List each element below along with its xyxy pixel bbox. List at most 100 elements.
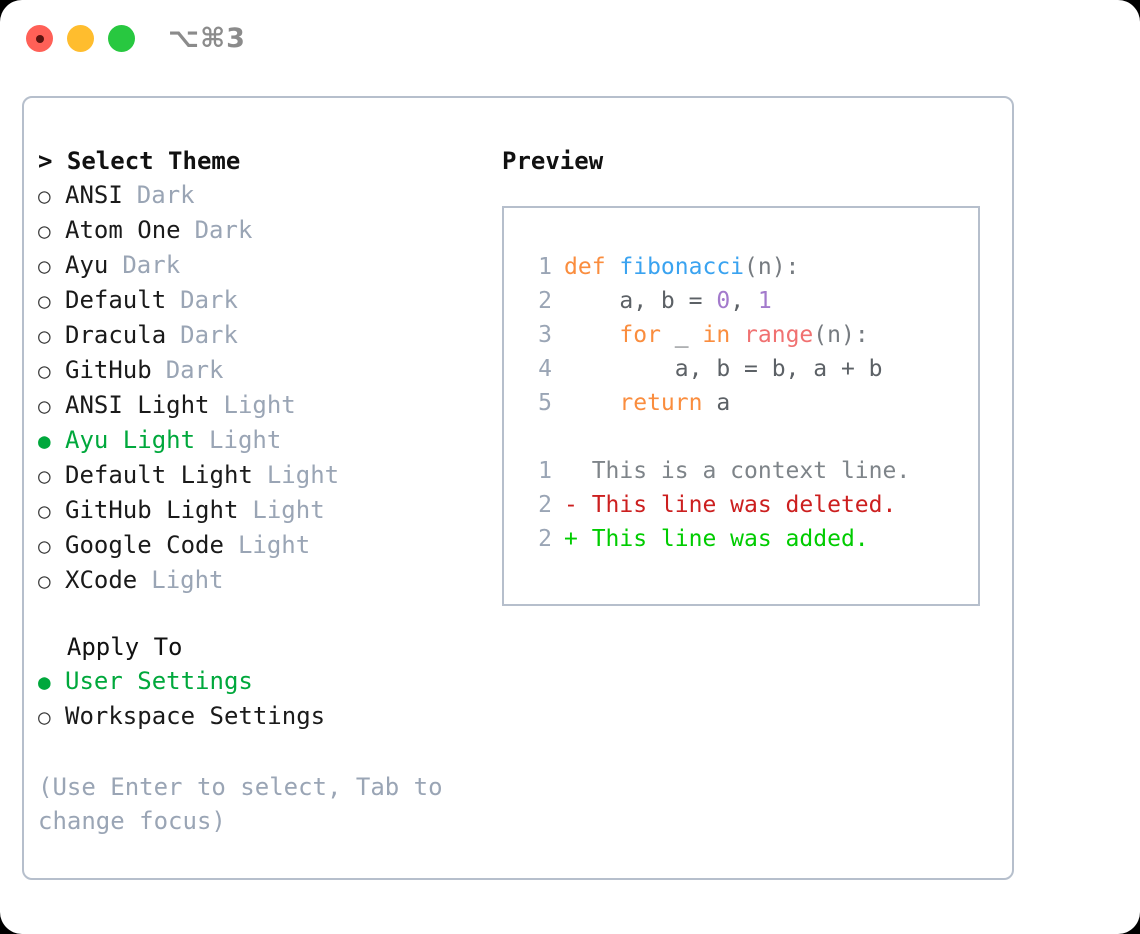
keyboard-shortcut-label: ⌥⌘3 (168, 23, 246, 54)
radio-unselected-icon: ○ (38, 705, 51, 729)
apply-to-header: Apply To (38, 633, 183, 661)
theme-option-variant: Dark (194, 216, 253, 244)
radio-unselected-icon: ○ (38, 289, 51, 313)
theme-option-default[interactable]: ○ Default Dark (38, 283, 488, 318)
theme-option-label: Ayu Light (65, 426, 196, 454)
minimize-button[interactable] (67, 25, 94, 52)
code-line: 2 a, b = 0, 1 (518, 284, 978, 318)
apply-option-label: User Settings (65, 667, 253, 695)
code-line-content: a, b = b, a + b (564, 352, 883, 386)
line-number: 5 (538, 390, 552, 416)
apply-option-label: Workspace Settings (65, 702, 326, 730)
diff-line-content: + This line was added. (564, 526, 869, 552)
line-number: 4 (538, 356, 552, 382)
radio-unselected-icon: ○ (38, 569, 51, 593)
theme-option-github[interactable]: ○ GitHub Dark (38, 353, 488, 388)
theme-option-label: Atom One (65, 216, 181, 244)
theme-option-label: GitHub Light (65, 496, 239, 524)
theme-option-label: Ayu (65, 251, 109, 279)
code-token: _ (674, 322, 703, 348)
line-number: 1 (538, 254, 552, 280)
apply-option-workspace-settings[interactable]: ○ Workspace Settings (38, 699, 488, 734)
theme-option-variant: Light (252, 496, 325, 524)
theme-option-label: Dracula (65, 321, 167, 349)
maximize-button[interactable] (108, 25, 135, 52)
theme-option-variant: Light (237, 531, 311, 559)
title-bar: ⌥⌘3 (0, 0, 1140, 80)
theme-option-label: XCode (65, 566, 138, 594)
diff-sample: 1 This is a context line.2- This line wa… (518, 454, 978, 556)
code-token: for (564, 322, 675, 348)
radio-selected-icon: ● (38, 670, 51, 694)
code-token: , (730, 288, 758, 314)
code-token: in (702, 322, 745, 348)
theme-option-label: Default (65, 286, 167, 314)
radio-unselected-icon: ○ (38, 184, 51, 208)
code-token: range (744, 322, 814, 348)
theme-option-variant: Dark (136, 181, 195, 209)
theme-option-variant: Light (266, 461, 340, 489)
code-line-content: for _ in range(n): (564, 318, 869, 352)
theme-option-variant: Dark (165, 356, 224, 384)
diff-line-content: - This line was deleted. (564, 492, 897, 518)
code-line: 4 a, b = b, a + b (518, 352, 978, 386)
theme-option-variant: Light (223, 391, 296, 419)
help-hint-text: (Use Enter to select, Tab to change focu… (38, 773, 443, 835)
theme-option-variant: Light (209, 426, 282, 454)
code-line: 1 def fibonacci(n): (518, 250, 978, 284)
radio-unselected-icon: ○ (38, 499, 51, 523)
code-line-content: def fibonacci(n): (564, 250, 799, 284)
code-token: 0 (716, 288, 731, 314)
apply-option-user-settings[interactable]: ● User Settings (38, 664, 488, 699)
theme-option-ayu[interactable]: ○ Ayu Dark (38, 248, 488, 283)
diff-line-content: This is a context line. (564, 458, 911, 484)
line-number: 2 (538, 492, 552, 518)
theme-option-label: ANSI (65, 181, 123, 209)
diff-line: 2 + This line was added. (518, 522, 978, 556)
radio-unselected-icon: ○ (38, 464, 51, 488)
apply-to-block: Apply To ● User Settings ○ Workspace Settin… (38, 630, 488, 734)
code-line-content: a, b = 0, 1 (564, 284, 771, 318)
radio-unselected-icon: ○ (38, 534, 51, 558)
preview-title: Preview (502, 147, 604, 175)
theme-option-label: GitHub (65, 356, 152, 384)
code-sample: 1 def fibonacci(n):2 a, b = 0, 1 3 for _ i… (518, 250, 978, 420)
theme-option-variant: Dark (122, 251, 181, 279)
radio-unselected-icon: ○ (38, 394, 51, 418)
radio-unselected-icon: ○ (38, 359, 51, 383)
radio-selected-icon: ● (38, 429, 51, 453)
close-button[interactable] (26, 25, 53, 52)
select-theme-header: > Select Theme (38, 147, 241, 175)
theme-option-github-light[interactable]: ○ GitHub Light Light (38, 493, 488, 528)
line-number: 3 (538, 322, 552, 348)
theme-option-ansi[interactable]: ○ ANSI Dark (38, 178, 488, 213)
theme-option-dracula[interactable]: ○ Dracula Dark (38, 318, 488, 353)
code-token: a (716, 390, 731, 416)
theme-option-google-code[interactable]: ○ Google Code Light (38, 528, 488, 563)
preview-spacer (518, 420, 978, 454)
diff-line: 2 - This line was deleted. (518, 488, 978, 522)
code-line-content: return a (564, 386, 730, 420)
theme-option-label: Google Code (65, 531, 224, 559)
theme-option-variant: Dark (180, 286, 238, 314)
theme-option-variant: Dark (180, 321, 238, 349)
code-token: a, b = (564, 288, 717, 314)
code-token: def (564, 254, 620, 280)
code-token: a, b = b, a + b (564, 356, 883, 382)
radio-unselected-icon: ○ (38, 254, 51, 278)
radio-unselected-icon: ○ (38, 324, 51, 348)
line-number: 2 (538, 526, 552, 552)
code-line: 5 return a (518, 386, 978, 420)
code-token: (n): (813, 322, 869, 348)
theme-option-ayu-light[interactable]: ● Ayu Light Light (38, 423, 488, 458)
window-controls (26, 25, 135, 52)
